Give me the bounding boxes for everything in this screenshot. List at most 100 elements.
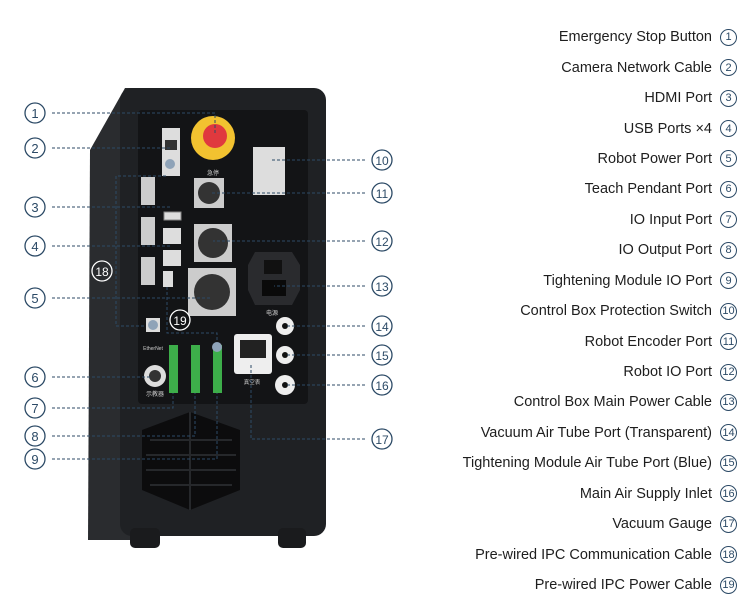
callout-17: 17	[371, 428, 393, 450]
legend-number: 15	[720, 454, 737, 472]
usb-ports-upper	[163, 228, 181, 244]
pendant-label: 示教器	[146, 390, 164, 398]
legend-number: 8	[720, 241, 737, 259]
legend-label: Pre-wired IPC Communication Cable	[475, 546, 712, 563]
io-input-terminal	[169, 345, 178, 393]
legend-label: Vacuum Air Tube Port (Transparent)	[480, 424, 712, 441]
callout-19: 19	[169, 309, 191, 331]
protection-switch[interactable]	[253, 147, 285, 195]
svg-text:8: 8	[31, 429, 38, 444]
callout-13: 13	[371, 275, 393, 297]
legend-item: Pre-wired IPC Power Cable 19	[337, 570, 737, 600]
svg-text:17: 17	[375, 433, 389, 447]
svg-text:15: 15	[375, 349, 389, 363]
legend-label: Camera Network Cable	[561, 59, 712, 76]
legend-label: HDMI Port	[644, 90, 712, 107]
vacuum-gauge-label: 真空表	[244, 378, 261, 386]
serial-port-2	[141, 217, 155, 245]
legend-label: IO Input Port	[629, 211, 712, 228]
legend-label: Control Box Main Power Cable	[513, 394, 712, 411]
svg-text:5: 5	[31, 291, 38, 306]
ipc-power-connector	[163, 271, 173, 287]
legend-label: Control Box Protection Switch	[520, 303, 712, 320]
svg-text:11: 11	[376, 187, 389, 201]
legend-number: 18	[720, 546, 737, 564]
legend-number: 17	[720, 515, 737, 533]
legend-label: USB Ports ×4	[623, 120, 712, 137]
callout-18: 18	[91, 260, 113, 282]
legend-label: Robot IO Port	[623, 364, 712, 381]
foot-right	[278, 528, 306, 548]
callout-9: 9	[24, 448, 46, 470]
legend-number: 13	[720, 393, 737, 411]
io-output-terminal	[191, 345, 200, 393]
legend-number: 4	[720, 120, 737, 138]
legend-number: 3	[720, 89, 737, 107]
svg-text:16: 16	[375, 379, 389, 393]
serial-port-1	[141, 177, 155, 205]
legend-item: Vacuum Air Tube Port (Transparent) 14	[337, 418, 737, 448]
legend-item: Emergency Stop Button 1	[337, 22, 737, 52]
callout-16: 16	[371, 374, 393, 396]
callout-2: 2	[24, 137, 46, 159]
legend-number: 1	[720, 28, 737, 46]
legend-label: Tightening Module Air Tube Port (Blue)	[462, 455, 712, 472]
legend-number: 14	[720, 424, 737, 442]
callout-15: 15	[371, 344, 393, 366]
foot-left	[130, 528, 160, 548]
legend-number: 11	[720, 333, 737, 351]
legend-item: Tightening Module Air Tube Port (Blue) 15	[337, 448, 737, 478]
callout-7: 7	[24, 397, 46, 419]
svg-text:14: 14	[375, 320, 389, 334]
legend-item: Control Box Main Power Cable 13	[337, 387, 737, 417]
legend-label: Pre-wired IPC Power Cable	[534, 577, 712, 594]
callout-12: 12	[371, 230, 393, 252]
callout-6: 6	[24, 366, 46, 388]
serial-port-3	[141, 257, 155, 285]
legend-label: Emergency Stop Button	[558, 29, 712, 46]
legend-number: 12	[720, 363, 737, 381]
legend-label: Vacuum Gauge	[612, 516, 712, 533]
control-box: 急停 电源 真空表	[88, 88, 326, 548]
callout-11: 11	[371, 182, 393, 204]
callout-8: 8	[24, 425, 46, 447]
svg-text:7: 7	[31, 401, 38, 416]
svg-text:10: 10	[375, 154, 389, 168]
legend-item: Pre-wired IPC Communication Cable 18	[337, 539, 737, 569]
legend-item: Camera Network Cable 2	[337, 52, 737, 82]
callouts: 1 2 3 4 5 6 7 8 9 10 11 12 13 14 15 16 1…	[24, 102, 393, 470]
legend-number: 6	[720, 180, 737, 198]
ethernet-label: EtherNet	[143, 346, 163, 352]
legend-item: Vacuum Gauge 17	[337, 509, 737, 539]
legend-item: Robot IO Port 12	[337, 357, 737, 387]
tightening-io-terminal	[213, 345, 222, 393]
callout-1: 1	[24, 102, 46, 124]
svg-text:12: 12	[375, 235, 389, 249]
legend-number: 19	[720, 576, 737, 594]
callout-14: 14	[371, 315, 393, 337]
legend-label: Tightening Module IO Port	[543, 272, 712, 289]
power-inlet	[248, 252, 300, 305]
callout-5: 5	[24, 287, 46, 309]
svg-text:19: 19	[173, 314, 187, 328]
callout-10: 10	[371, 149, 393, 171]
legend-item: HDMI Port 3	[337, 83, 737, 113]
svg-text:4: 4	[31, 239, 38, 254]
power-label: 电源	[266, 309, 278, 317]
svg-text:18: 18	[95, 265, 109, 279]
svg-text:1: 1	[31, 106, 38, 121]
legend-number: 5	[720, 150, 737, 168]
svg-text:2: 2	[31, 141, 38, 156]
callout-4: 4	[24, 235, 46, 257]
callout-3: 3	[24, 196, 46, 218]
legend-number: 2	[720, 59, 737, 77]
svg-text:6: 6	[31, 370, 38, 385]
